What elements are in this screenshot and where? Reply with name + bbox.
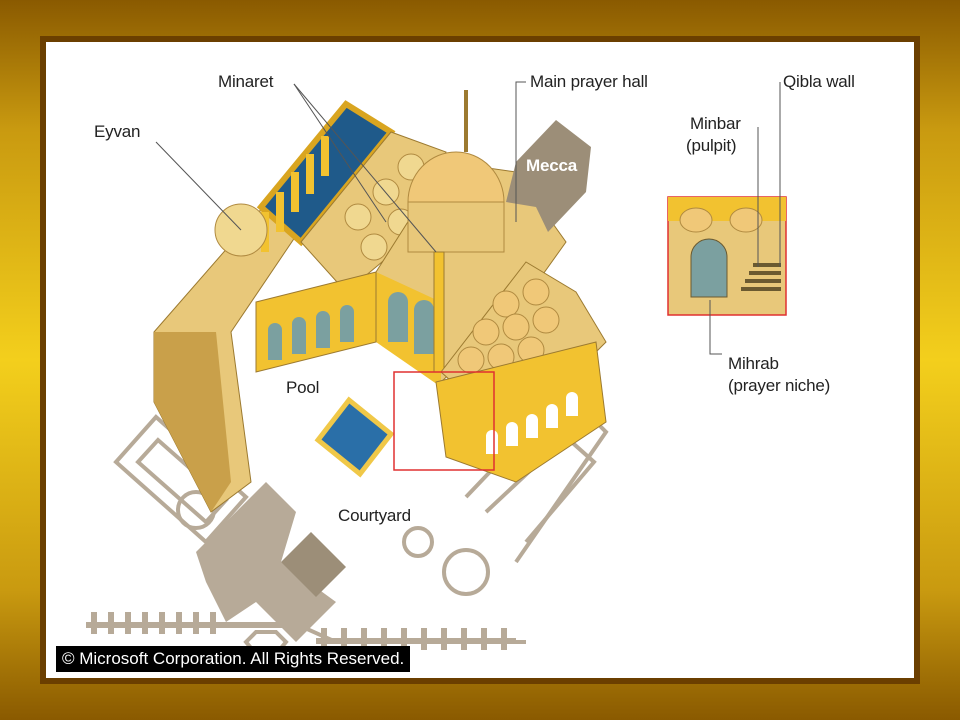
leader-minaret-b — [293, 83, 437, 253]
label-minbar-sub: (pulpit) — [686, 136, 737, 155]
leader-main-hall — [515, 81, 526, 222]
label-minaret: Minaret — [218, 72, 274, 91]
inset-mihrab — [690, 238, 728, 298]
plan-left-annex — [113, 414, 249, 545]
label-pool: Pool — [286, 378, 320, 397]
entrance-block — [196, 482, 336, 642]
label-qibla-wall: Qibla wall — [783, 72, 855, 91]
label-minbar: Minbar — [690, 114, 741, 133]
leader-eyvan — [155, 141, 242, 231]
plan-dome-right — [442, 548, 490, 596]
leader-lines — [155, 81, 781, 355]
left-wall-shadow — [154, 332, 231, 512]
label-main-prayer-hall: Main prayer hall — [530, 72, 648, 91]
leader-minaret-a — [293, 83, 387, 223]
entrance-gate — [281, 532, 346, 597]
arcade-right — [486, 392, 578, 454]
minaret-shaft — [433, 251, 445, 373]
highlight-box-courtyard — [393, 371, 495, 471]
main-dome-drum — [407, 201, 505, 253]
leader-mihrab — [709, 300, 722, 355]
label-courtyard: Courtyard — [338, 506, 411, 525]
inset-minbar — [741, 263, 781, 291]
inset-detail — [667, 196, 787, 316]
arcade-courtyard-left — [268, 305, 354, 360]
copyright-notice: © Microsoft Corporation. All Rights Rese… — [56, 646, 411, 672]
label-eyvan: Eyvan — [94, 122, 141, 141]
mecca-arrow — [506, 120, 591, 232]
label-mihrab-sub: (prayer niche) — [728, 376, 831, 395]
label-mihrab: Mihrab — [728, 354, 779, 373]
plan-teeth — [86, 612, 516, 650]
prayer-hall-arches — [388, 292, 434, 354]
diagram-panel: Minaret Main prayer hall Qibla wall Eyva… — [46, 42, 914, 678]
pool — [314, 396, 395, 478]
mosque-diagram — [86, 81, 787, 656]
right-courtyard-wall — [435, 341, 607, 483]
plan-dome-small — [402, 526, 434, 558]
label-mecca: Mecca — [526, 156, 577, 175]
